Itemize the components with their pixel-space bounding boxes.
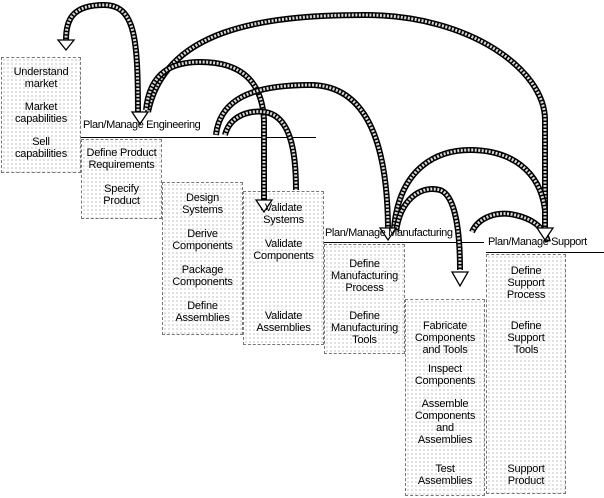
arrow-head-fabricate (450, 271, 470, 288)
manufacturing-fabricate-box (405, 299, 485, 496)
engineering-header: Plan/Manage Engineering (83, 119, 201, 131)
support-header: Plan/Manage Support (488, 236, 587, 248)
manufacturing-define-box (324, 244, 405, 354)
engineering-rule (81, 137, 316, 138)
manufacturing-header: Plan/Manage Manufacturing (325, 227, 453, 239)
support-box (486, 254, 566, 494)
arrow-head-market (56, 39, 76, 52)
manufacturing-rule (324, 242, 484, 243)
support-rule (486, 252, 604, 253)
